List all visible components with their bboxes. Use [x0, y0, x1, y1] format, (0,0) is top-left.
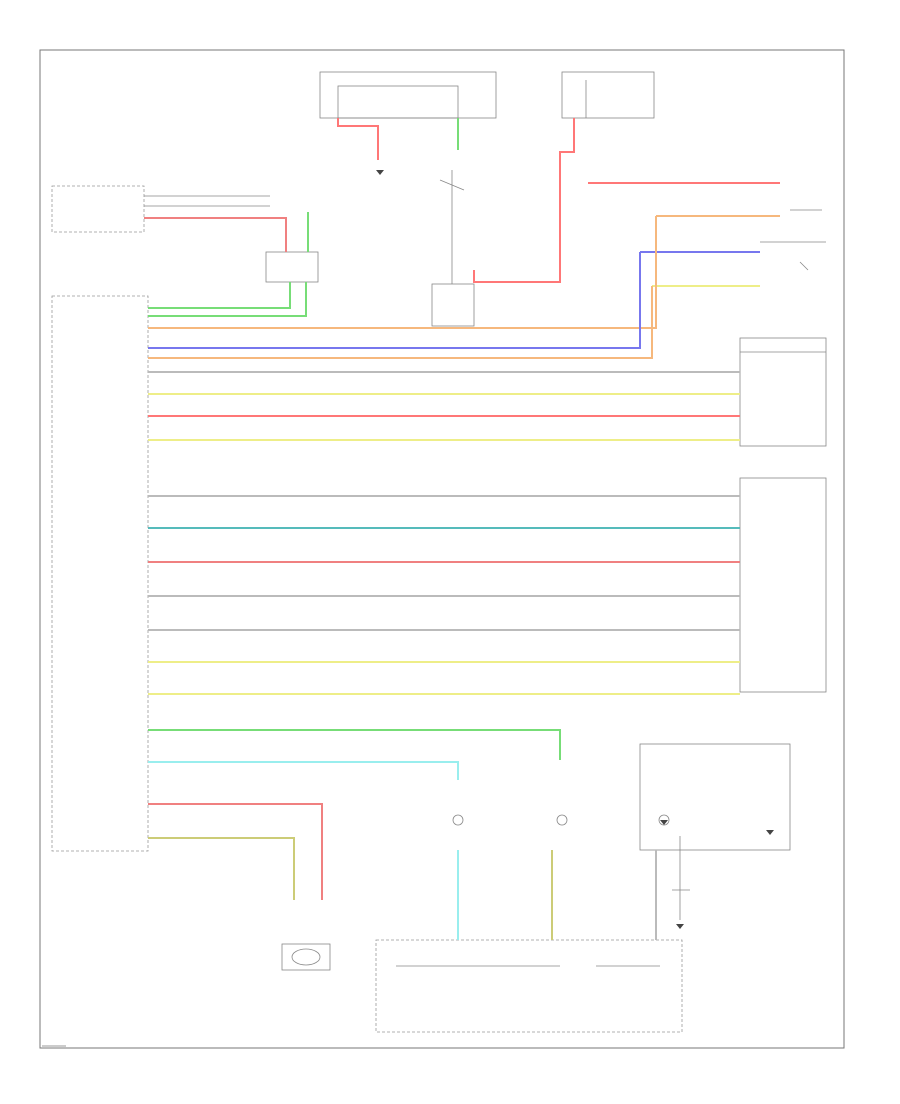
wire-orange-main: [148, 216, 657, 329]
ground-symbol: [376, 170, 384, 175]
left-top-module: [51, 185, 145, 233]
right-upper-component: [739, 337, 827, 447]
top-center-component: [319, 71, 497, 119]
right-lower-component: [739, 477, 827, 693]
wire-group: [144, 118, 780, 940]
ground-symbol: [660, 820, 668, 825]
wire-right-red: [473, 118, 575, 283]
wire-left-pink: [144, 217, 287, 252]
wire-cyan-lower: [148, 761, 459, 780]
ground-symbol: [676, 924, 684, 929]
wire-green-2: [148, 282, 307, 317]
wire-salmon-lower: [148, 803, 323, 900]
wire-olive-lower: [148, 837, 295, 900]
bottom-left-sensor: [281, 943, 331, 971]
wire-orange-2: [148, 286, 653, 359]
diagram-frame: [39, 49, 845, 1049]
wire-green-1: [148, 282, 291, 309]
powertrain-control-module: [51, 295, 149, 852]
bottom-right-assembly: [639, 743, 791, 851]
wire-top-red: [337, 118, 379, 160]
top-center-inner: [337, 85, 459, 119]
wire-green-lower: [148, 729, 561, 760]
wire-blue-main: [148, 252, 641, 349]
bottom-center-module: [375, 939, 683, 1033]
top-right-component: [561, 71, 655, 119]
left-connector-block: [265, 251, 319, 283]
center-sensor-box: [431, 283, 475, 327]
ground-symbol: [766, 830, 774, 835]
